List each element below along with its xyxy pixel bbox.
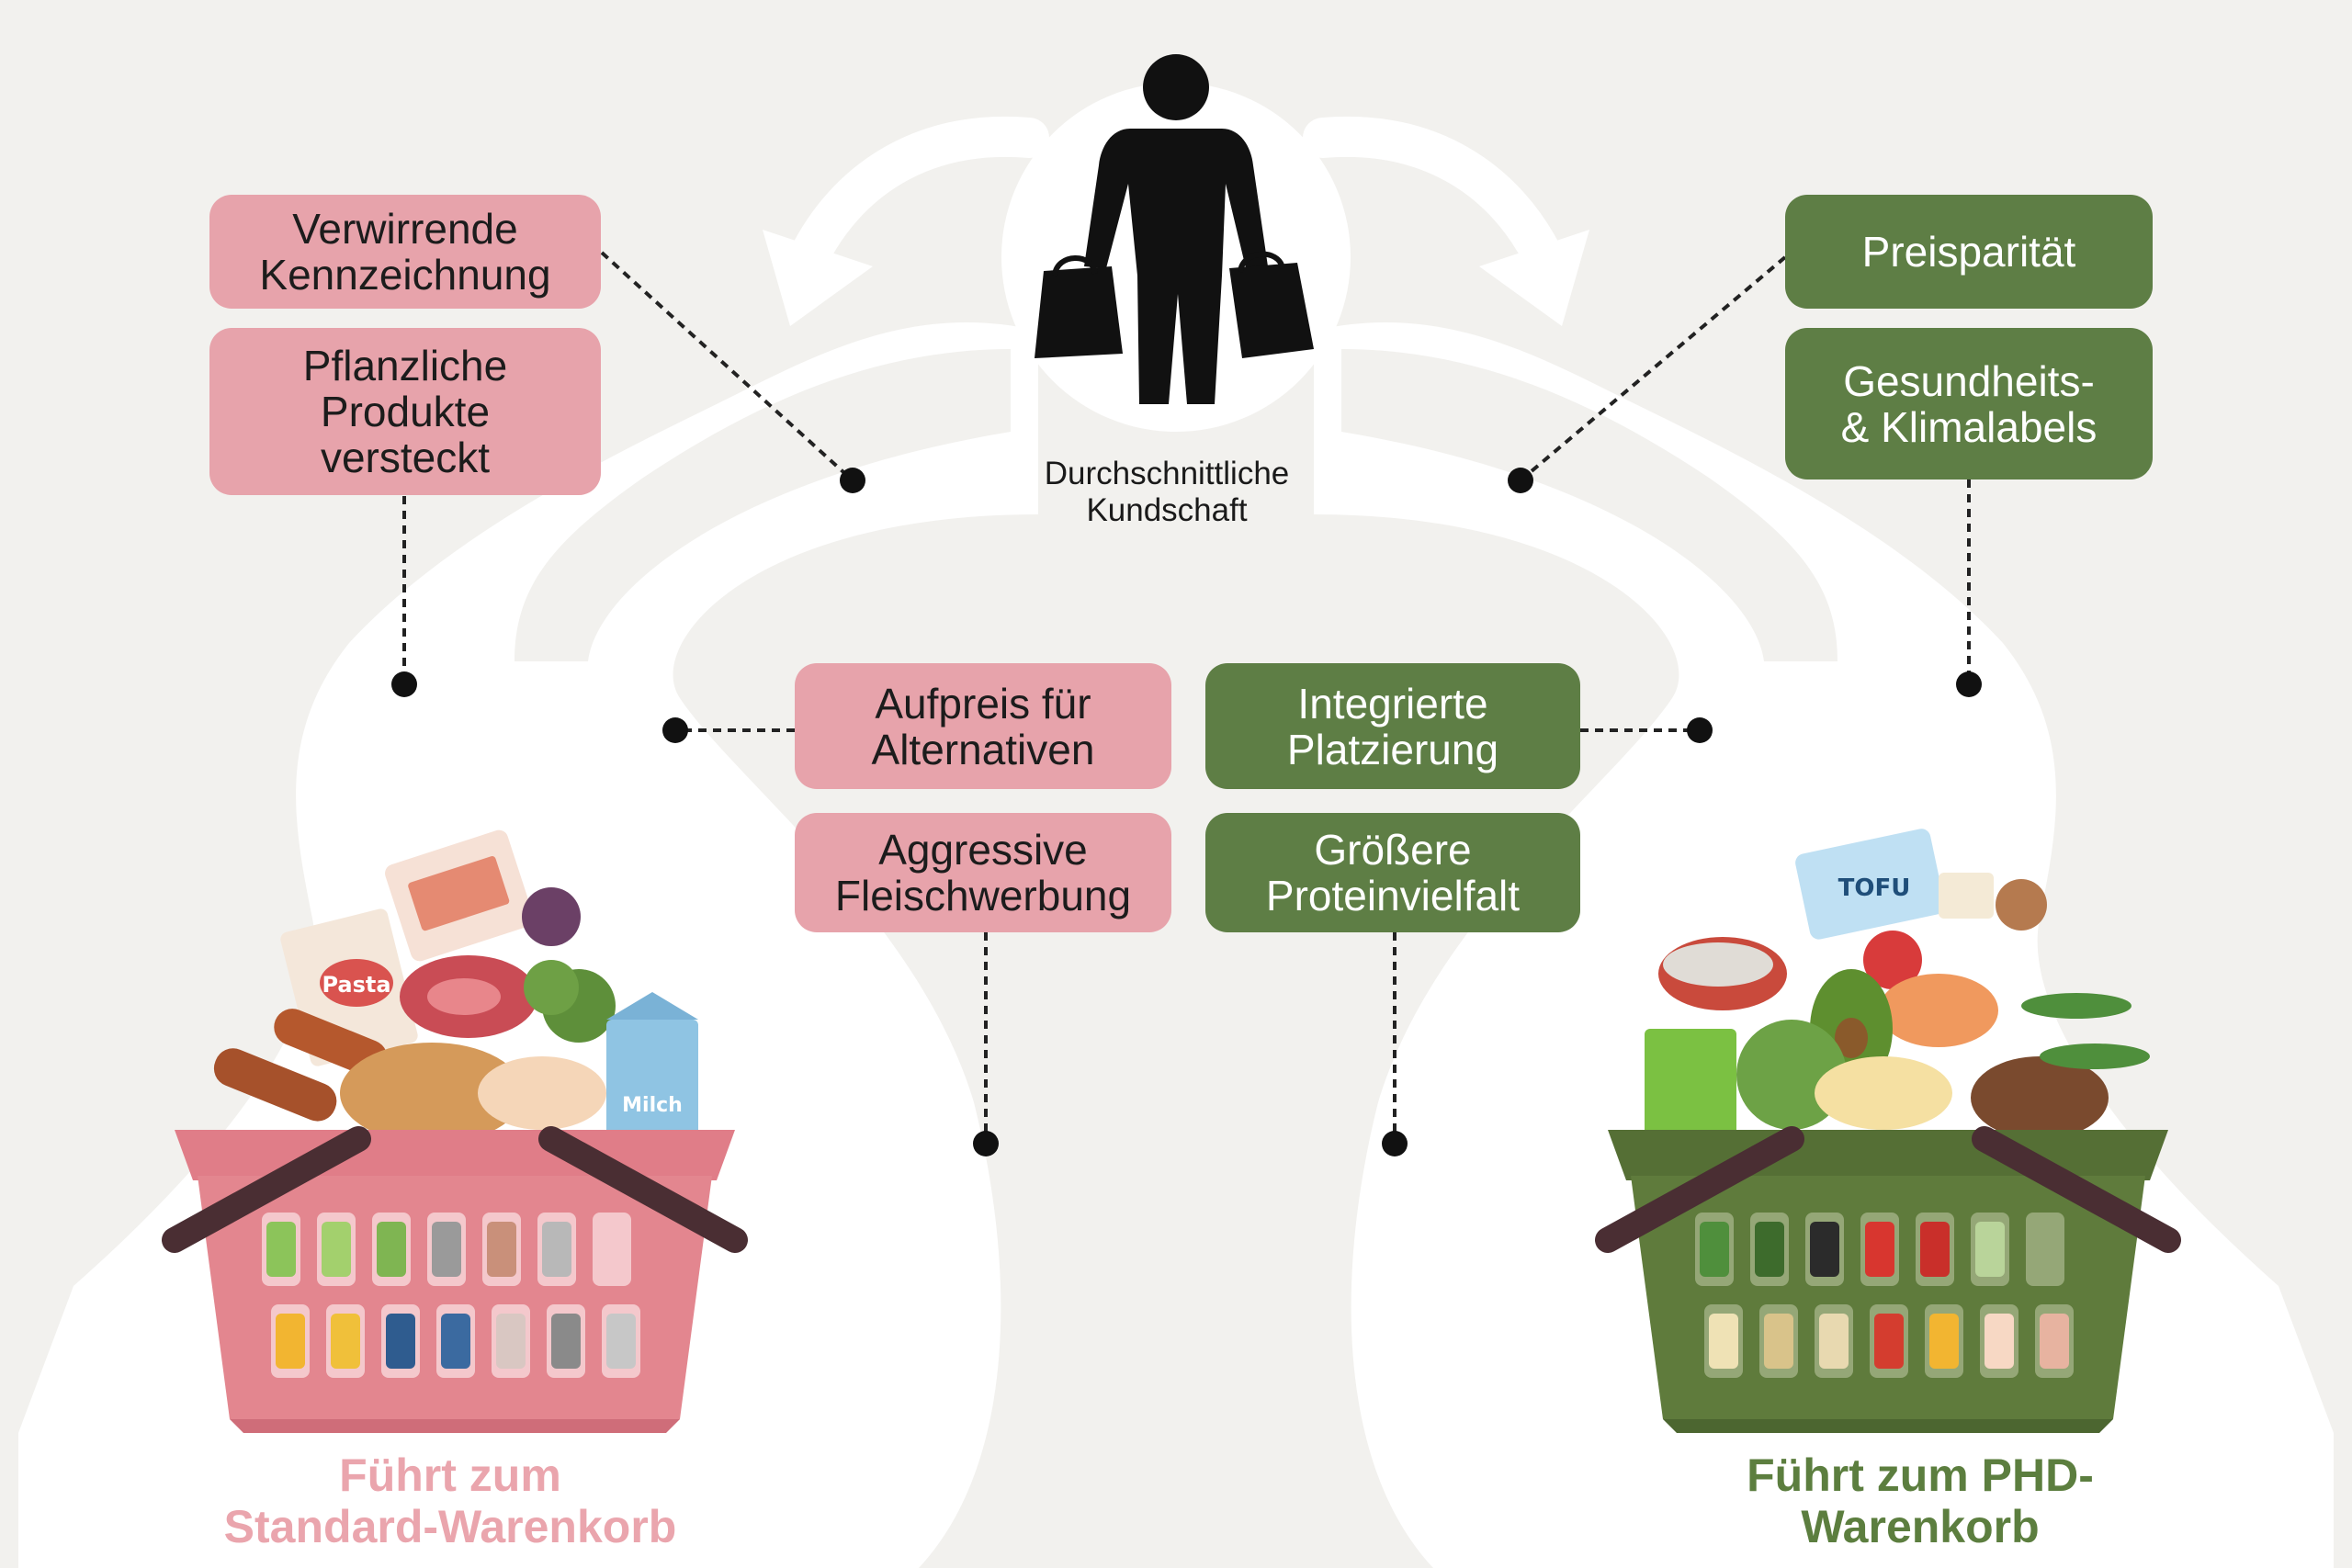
svg-text:TOFU: TOFU [1838,874,1911,902]
phd-basket-result: Führt zum PHD- Warenkorb [1747,1450,2094,1552]
dot [1508,468,1533,493]
factor-label: Größere Proteinvielfalt [1265,826,1521,919]
factor-confusing-labelling: Verwirrende Kennzeichnung [209,195,601,309]
standard-basket-icon: Pasta Milch [162,829,748,1433]
factor-price-parity: Preisparität [1785,195,2153,309]
standard-groceries: Pasta Milch [213,829,698,1144]
factor-label: Gesundheits- & Klimalabels [1840,356,2098,451]
standard-basket-result: Führt zum Standard-Warenkorb [223,1450,677,1552]
factor-label: Pflanzliche Produkte versteckt [302,342,508,481]
factor-label: Aggressive Fleischwerbung [834,826,1132,919]
dot [1956,671,1982,697]
factor-integrated-placement: Integrierte Platzierung [1205,663,1580,789]
factor-price-premium: Aufpreis für Alternativen [795,663,1171,789]
factor-label: Integrierte Platzierung [1286,679,1499,773]
factor-label: Verwirrende Kennzeichnung [259,205,551,299]
factor-plant-products-hidden: Pflanzliche Produkte versteckt [209,328,601,495]
dot [391,671,417,697]
dot [840,468,865,493]
phd-basket-icon: TOFU [1595,829,2181,1433]
dot [1382,1131,1408,1156]
basket-contents [1700,1222,2069,1369]
shopper-caption: Durchschnittliche Kundschaft [1044,456,1290,528]
phd-groceries: TOFU [1645,829,2150,1139]
basket-contents [266,1222,636,1369]
factor-label: Preisparität [1861,228,2076,276]
factor-health-climate-labels: Gesundheits- & Klimalabels [1785,328,2153,479]
dot [1687,717,1713,743]
arrow-left [763,116,1049,326]
factor-protein-variety: Größere Proteinvielfalt [1205,813,1580,932]
shopper-with-bags-icon [1035,54,1314,404]
dot [662,717,688,743]
dot [973,1131,999,1156]
connectors [402,251,1971,1144]
factor-label: Aufpreis für Alternativen [871,679,1095,773]
connector-dots [391,468,1982,1156]
svg-text:Milch: Milch [622,1094,683,1117]
svg-text:Pasta: Pasta [322,972,390,998]
arrow-right [1303,116,1589,326]
factor-aggressive-meat-ads: Aggressive Fleischwerbung [795,813,1171,932]
